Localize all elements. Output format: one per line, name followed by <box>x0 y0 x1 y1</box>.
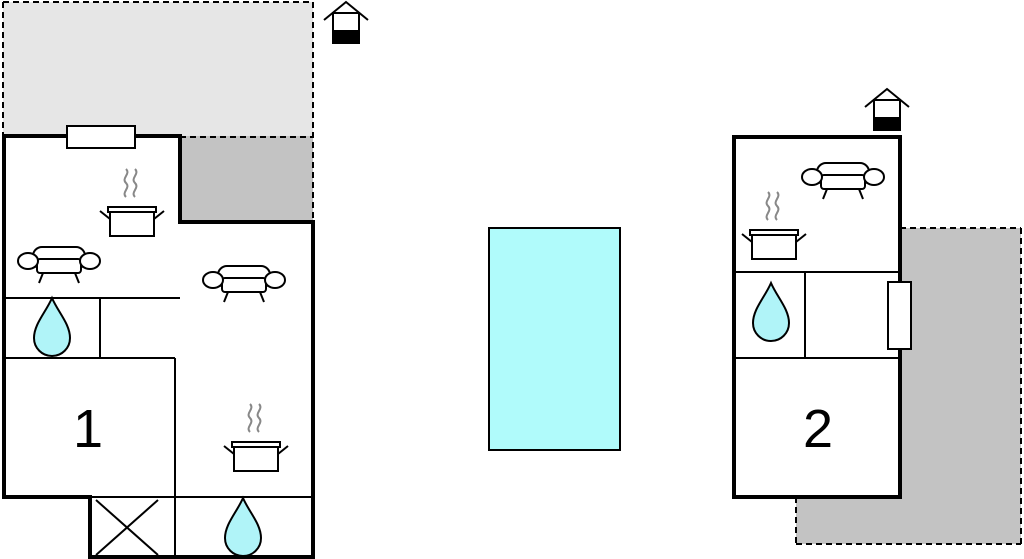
sofa-icon <box>17 246 101 284</box>
window-icon <box>66 125 136 149</box>
house-entrance-icon <box>323 1 369 44</box>
cooking-pot-icon <box>223 403 289 472</box>
terrace-dark <box>180 136 313 222</box>
water-drop-icon <box>224 497 262 557</box>
swimming-pool <box>488 227 621 451</box>
unit-1-outline <box>2 134 315 559</box>
sofa-icon <box>801 162 885 200</box>
window-icon <box>887 281 912 350</box>
unit-1: 1 <box>2 125 315 559</box>
house-entrance-icon <box>864 88 910 131</box>
cooking-pot-icon <box>741 191 807 260</box>
unit-2-label: 2 <box>803 399 833 459</box>
unit-1-label: 1 <box>73 399 103 459</box>
water-drop-icon <box>752 282 790 342</box>
stairs-cross-icon <box>95 499 159 556</box>
terrace-light <box>3 2 313 136</box>
terrace-dark <box>796 228 1021 544</box>
unit-2: 2 <box>732 135 912 499</box>
cooking-pot-icon <box>99 168 165 237</box>
water-drop-icon <box>33 297 71 357</box>
sofa-icon <box>202 265 286 303</box>
